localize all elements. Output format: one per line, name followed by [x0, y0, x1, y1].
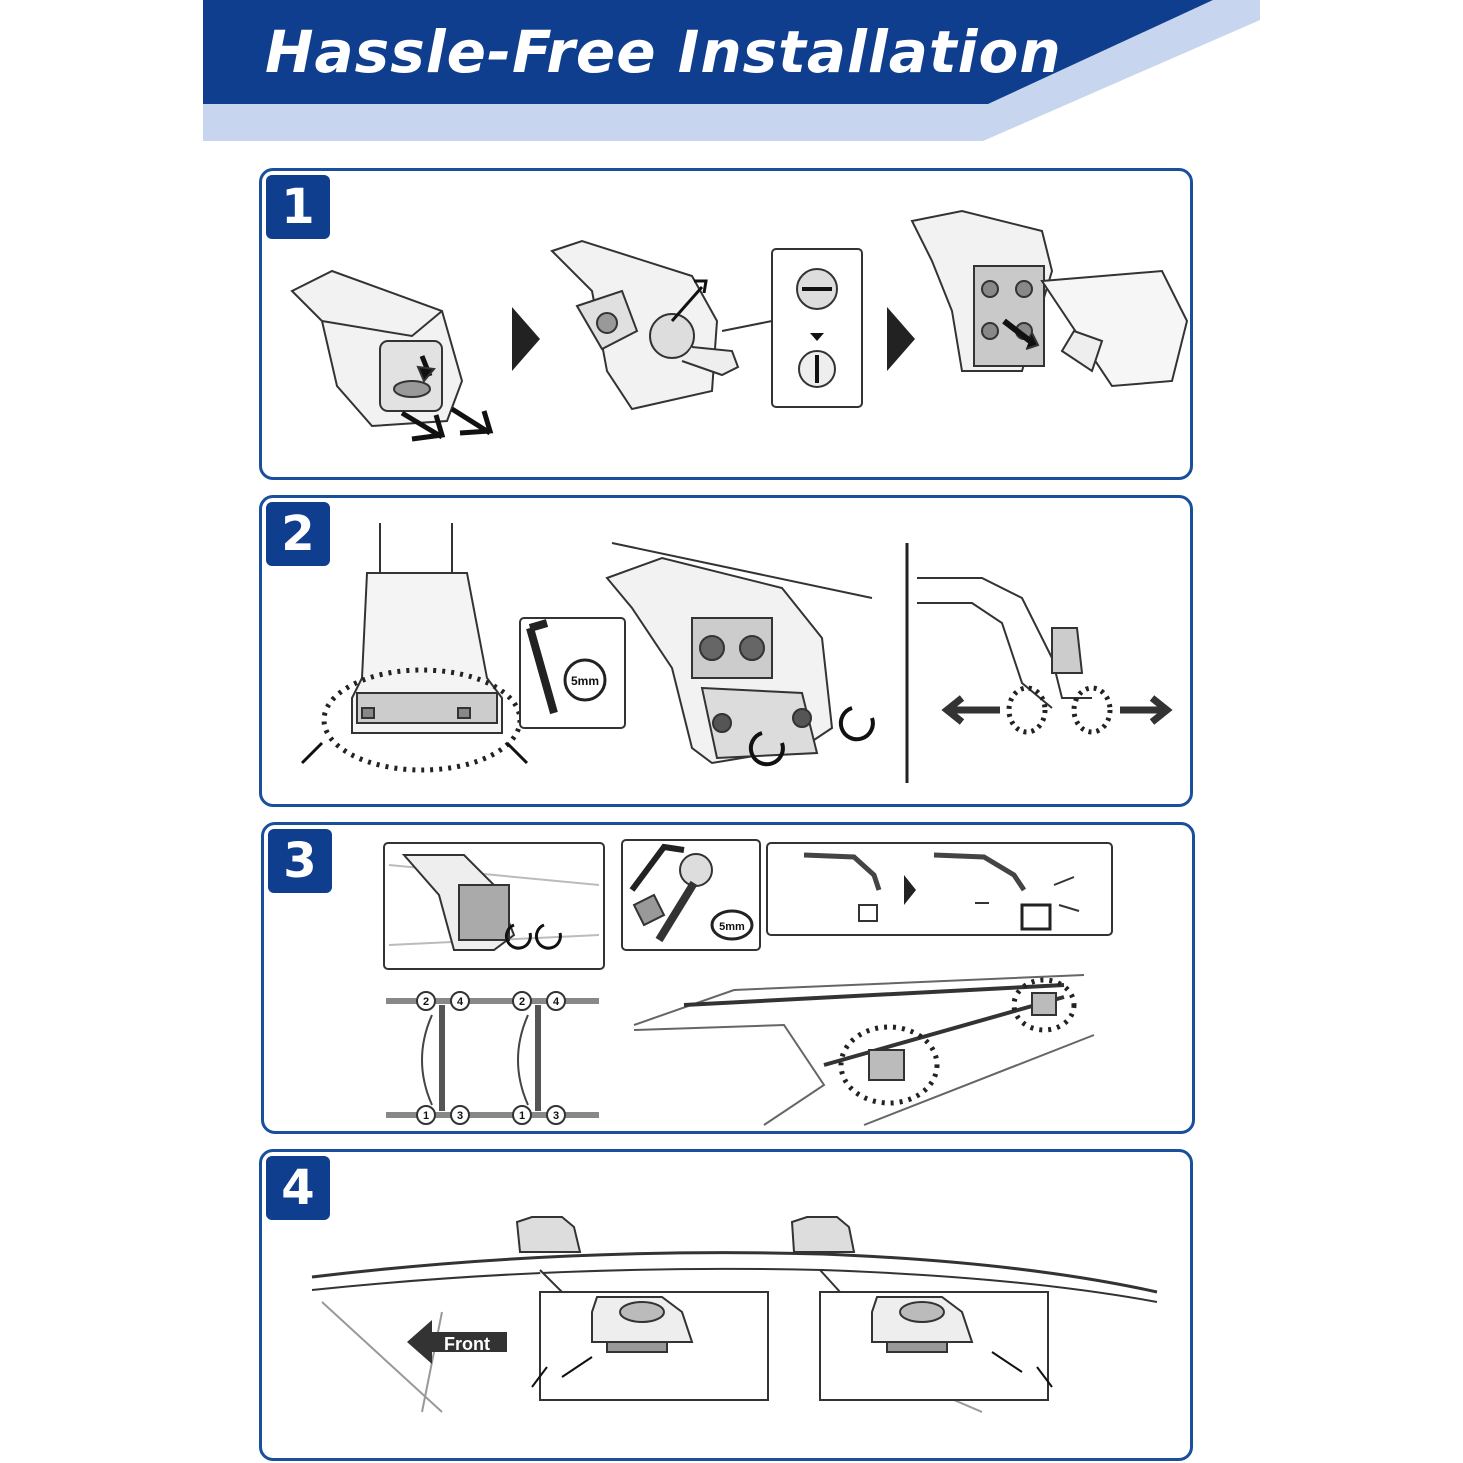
- roof-foot-front-view: [300, 523, 529, 773]
- bolt-number: 4: [553, 996, 560, 1008]
- step-1-badge: 1: [266, 175, 330, 239]
- roof-foot-unlock-illustration: [550, 239, 740, 411]
- step-2-panel: 2 5mm: [259, 495, 1193, 807]
- push-arrow-left: [400, 410, 446, 442]
- front-direction-label: Front: [444, 1334, 490, 1354]
- bolt-number: 3: [553, 1110, 559, 1122]
- next-arrow-icon: [887, 307, 915, 371]
- step-3-badge: 3: [268, 829, 332, 893]
- roof-foot-screws-view: [605, 542, 875, 767]
- step-3-illustration: 5mm 2 4 2 4 1 3 1 3: [383, 839, 1113, 1126]
- bolt-number: 2: [519, 996, 525, 1008]
- front-direction-arrow-icon: [407, 1320, 507, 1364]
- tool-size-label: 5mm: [571, 674, 599, 688]
- roof-rail-side-view: [311, 1216, 1158, 1413]
- page-title: Hassle-Free Installation: [265, 18, 1062, 86]
- step-4-illustration: Front: [311, 1216, 1158, 1413]
- roof-foot-open-illustration: [910, 209, 1189, 388]
- header-band-shape: [203, 0, 1260, 141]
- step-2-badge: 2: [266, 502, 330, 566]
- allen-key-tool-inset: [519, 617, 626, 729]
- clamp-tighten-sequence-inset: [766, 842, 1113, 936]
- clamp-side-view: [917, 577, 1173, 735]
- roof-perspective-view: [633, 974, 1095, 1126]
- step-3-panel: 3 5mm: [261, 822, 1195, 1134]
- header-banner: Hassle-Free Installation: [203, 0, 1260, 141]
- foot-detail-callout-right: [819, 1269, 1053, 1401]
- step-4-panel: 4 Front: [259, 1149, 1193, 1461]
- tool-size-label: 5mm: [719, 921, 745, 933]
- bolt-number: 4: [457, 996, 464, 1008]
- step-1-illustration: [290, 209, 1189, 442]
- torque-tools-inset: [621, 839, 761, 951]
- bolt-number: 1: [519, 1110, 525, 1122]
- step-2-illustration: 5mm: [300, 523, 1173, 783]
- bolt-number: 2: [423, 996, 429, 1008]
- push-arrow-right: [450, 406, 494, 436]
- lock-detail-inset: [721, 248, 863, 408]
- step-4-badge: 4: [266, 1156, 330, 1220]
- bolt-number: 1: [423, 1110, 429, 1122]
- bolt-number: 3: [457, 1110, 463, 1122]
- next-arrow-icon: [512, 307, 540, 371]
- tightening-order-diagram: [386, 991, 599, 1125]
- step-1-panel: 1: [259, 168, 1193, 480]
- mounted-foot-inset: [383, 842, 605, 970]
- foot-detail-callout-left: [531, 1269, 769, 1401]
- roof-foot-closed-illustration: [290, 269, 464, 428]
